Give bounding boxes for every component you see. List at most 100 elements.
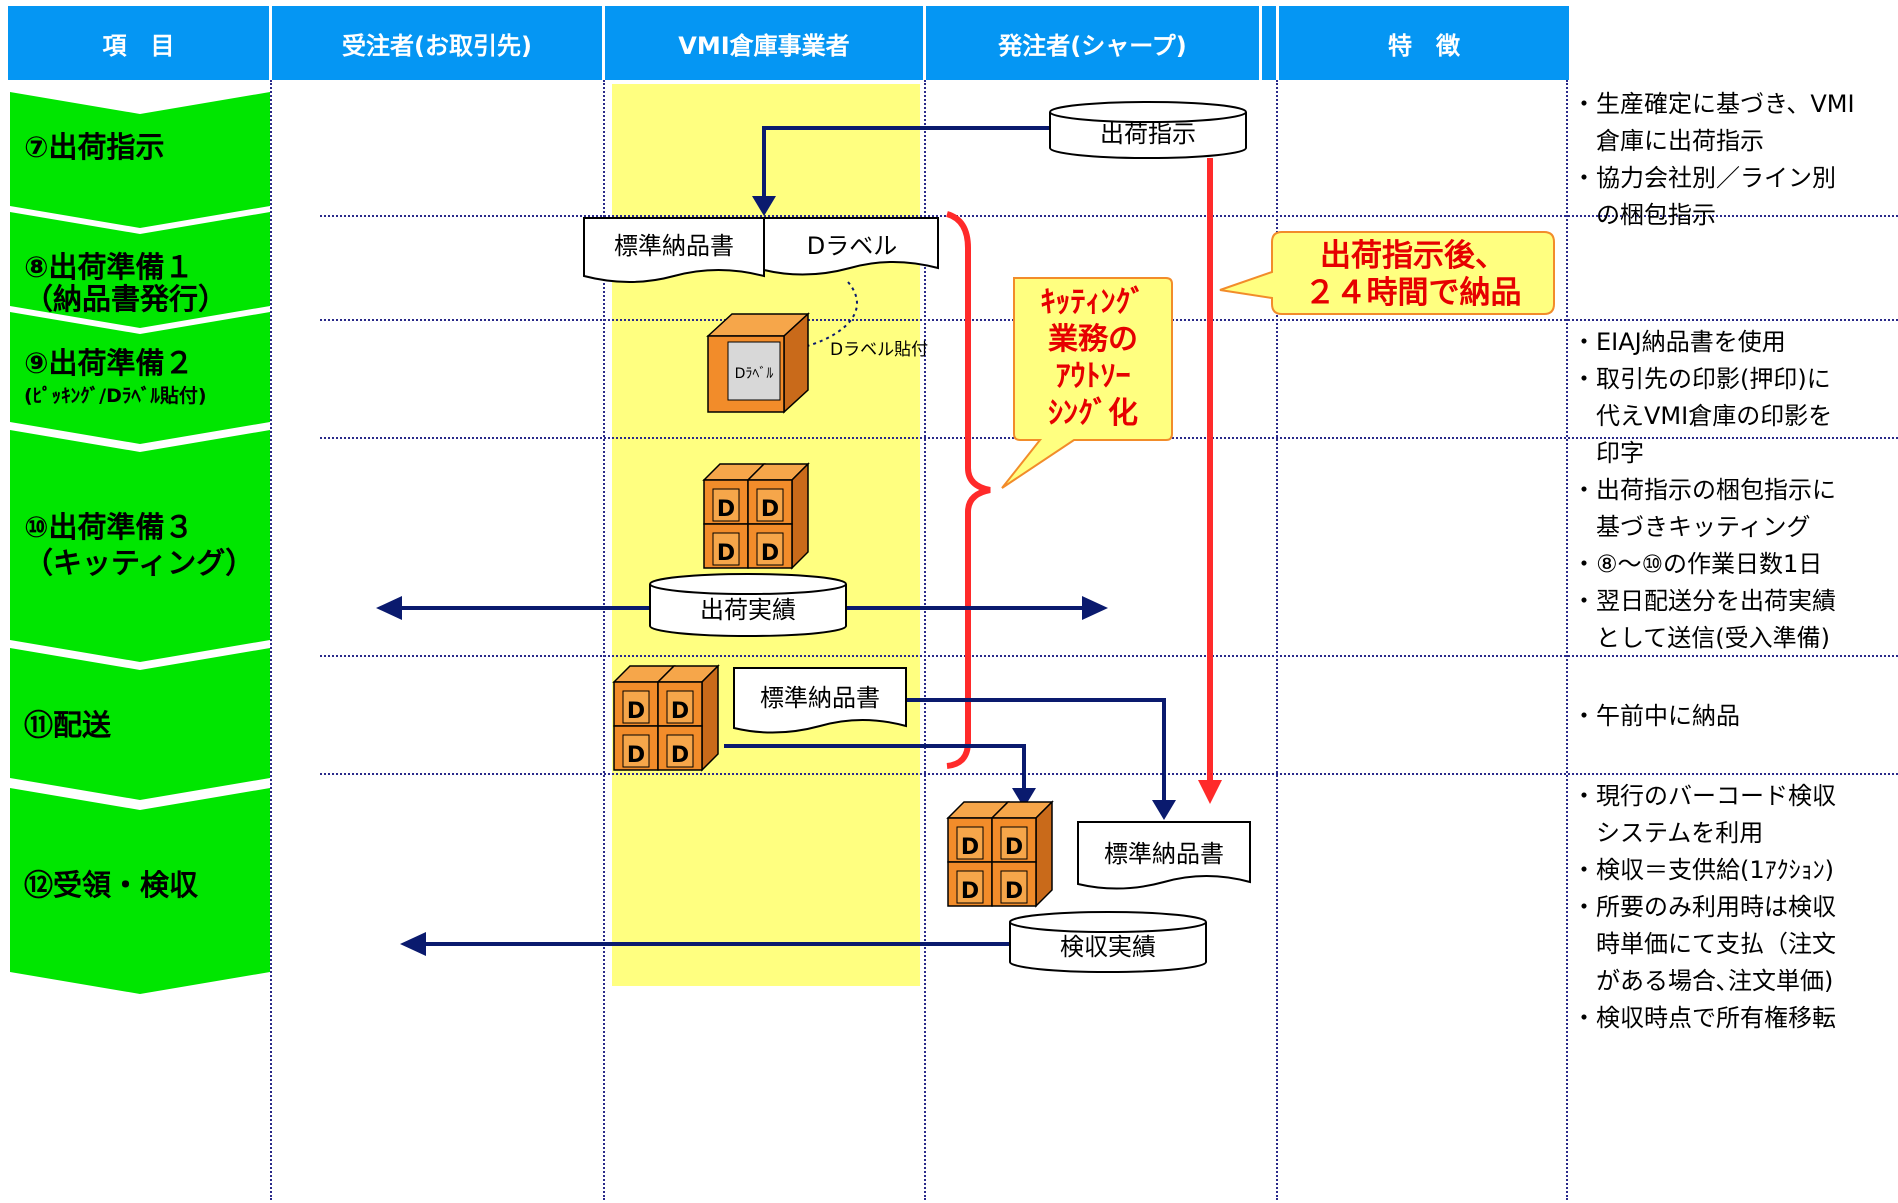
row-divider-5 [320, 773, 1898, 775]
feature-line: システムを利用 [1572, 819, 1764, 847]
feature-stage-12: ・現行のバーコード検収 システムを利用 ・検収＝支供給(1ｱｸｼｮﾝ) ・所要の… [1572, 778, 1892, 1037]
stage-chevron-10 [10, 430, 270, 662]
feature-line: ・出荷指示の梱包指示に [1572, 476, 1836, 504]
feature-line: 代えVMI倉庫の印影を [1572, 402, 1833, 430]
box-side-face [791, 462, 809, 570]
ship-result-arrowhead-right [1082, 596, 1108, 620]
box-side-face [1035, 800, 1053, 908]
feature-line: ・協力会社別／ライン別 [1572, 164, 1836, 192]
box-d-letter: D [627, 699, 645, 724]
box-label-frame [712, 532, 740, 566]
ship-result-text: 出荷実績 [700, 596, 796, 624]
kitting-callout-line: ｷｯﾃｨﾝｸﾞ [1040, 285, 1146, 320]
box-label-frame [756, 488, 784, 522]
feature-line: ・現行のバーコード検収 [1572, 782, 1836, 810]
boxes-delivery-arrowhead [1012, 788, 1036, 808]
inspection-result-text: 検収実績 [1060, 933, 1156, 961]
kitting-callout-line: ｼﾝｸﾞ化 [1048, 396, 1138, 431]
std-note-doc-2-text: 標準納品書 [760, 684, 880, 712]
stage-chevron-11 [10, 648, 270, 800]
box-label-frame [1000, 826, 1028, 860]
d-label-attach-curve [771, 281, 858, 353]
box-label-frame [622, 690, 650, 724]
stage-label-8: ⑧出荷準備１（納品書発行） [24, 248, 227, 318]
header-orderer: 発注者(シャープ) [926, 6, 1259, 80]
labeled-box [706, 312, 810, 414]
box-d-letter: D [961, 835, 979, 860]
box-d-letter: D [717, 497, 735, 522]
feature-line: 時単価にて支払（注文 [1572, 930, 1836, 958]
box-label-frame [956, 826, 984, 860]
feature-line: 倉庫に出荷指示 [1572, 127, 1764, 155]
header-feature: 特 徴 [1279, 6, 1569, 80]
stage-label-11-text: ⑪配送 [24, 708, 112, 742]
row-divider-1 [320, 215, 1898, 217]
stage-chevron-9 [10, 312, 270, 444]
note-delivery-arrowhead [1152, 800, 1176, 820]
std-note-doc-2 [733, 667, 907, 734]
instruction-arrow [762, 126, 1050, 198]
stage-label-10-sub: （キッティング） [24, 546, 255, 580]
inspection-result-arrowhead [400, 932, 426, 956]
stage-label-8-text: ⑧出荷準備１ [24, 250, 194, 284]
delivery-time-arrowhead [1198, 780, 1222, 804]
feature-line: ・午前中に納品 [1572, 702, 1740, 730]
std-note-doc-3 [1077, 821, 1251, 890]
delivery-callout-bubble [1219, 231, 1555, 315]
kitting-bracket [945, 211, 991, 769]
stage-label-8-sub: （納品書発行） [24, 282, 228, 316]
ship-instruction-db [1049, 101, 1247, 159]
box-label-frame [622, 734, 650, 768]
box-d-letter: D [627, 743, 645, 768]
header-spacer [1262, 6, 1276, 80]
header-receiver-label: 受注者(お取引先) [342, 31, 532, 60]
box-d-letter: D [1005, 879, 1023, 904]
feature-line: がある場合､注文単価) [1572, 967, 1834, 995]
feature-line: 基づきキッティング [1572, 513, 1811, 541]
stage-chevron-8 [10, 212, 270, 328]
feature-line: の梱包指示 [1572, 201, 1716, 229]
std-note-doc-1 [583, 217, 765, 283]
stage-chevron-7 [10, 92, 270, 228]
col-divider-4 [1276, 80, 1278, 1200]
ship-result-db [649, 573, 847, 637]
box-d-letter: D [1005, 835, 1023, 860]
delivery-callout-line: ２４時間で納品 [1304, 275, 1522, 311]
feature-line: として送信(受入準備) [1572, 624, 1831, 652]
note-delivery-arrow [906, 698, 1166, 804]
box-label-frame [666, 734, 694, 768]
feature-line: ・翌日配送分を出荷実績 [1572, 587, 1836, 615]
stage-label-11: ⑪配送 [24, 706, 111, 744]
feature-line: ・⑧～⑩の作業日数1日 [1572, 550, 1823, 578]
col-divider-1 [270, 80, 272, 1200]
labeled-box-text: Dﾗﾍﾞﾙ [735, 366, 774, 382]
feature-line: ・取引先の印影(押印)に [1572, 365, 1831, 393]
kitting-callout-line: 業務の [1048, 322, 1138, 357]
stage-label-10: ⑩出荷準備３（キッティング） [24, 508, 254, 582]
ship-instruction-text: 出荷指示 [1100, 120, 1196, 148]
header-receiver: 受注者(お取引先) [272, 6, 602, 80]
stage-chevron-12 [10, 788, 270, 994]
feature-stage-11: ・午前中に納品 [1572, 698, 1892, 735]
header-vmi: VMI倉庫事業者 [605, 6, 923, 80]
box-d-letter: D [717, 541, 735, 566]
kitting-callout-line: ｱｳﾄｿｰ [1055, 359, 1131, 394]
stage-label-9-text: ⑨出荷準備２ [24, 346, 194, 380]
d-label-doc [763, 217, 939, 276]
header-item-label: 項 目 [102, 31, 175, 60]
box-label-frame [956, 870, 984, 904]
feature-line: ・検収時点で所有権移転 [1572, 1004, 1836, 1032]
d-label-doc-text: Dラベル [807, 232, 897, 260]
feature-stage-9-10: ・EIAJ納品書を使用 ・取引先の印影(押印)に 代えVMI倉庫の印影を 印字 … [1572, 324, 1892, 657]
header-orderer-label: 発注者(シャープ) [998, 31, 1187, 60]
std-note-doc-3-text: 標準納品書 [1104, 840, 1224, 868]
header-vmi-label: VMI倉庫事業者 [678, 31, 850, 60]
stage-label-12-text: ⑫受領・検収 [24, 868, 199, 902]
header-item: 項 目 [8, 6, 269, 80]
box-d-letter: D [761, 541, 779, 566]
col-divider-2 [603, 80, 605, 1200]
